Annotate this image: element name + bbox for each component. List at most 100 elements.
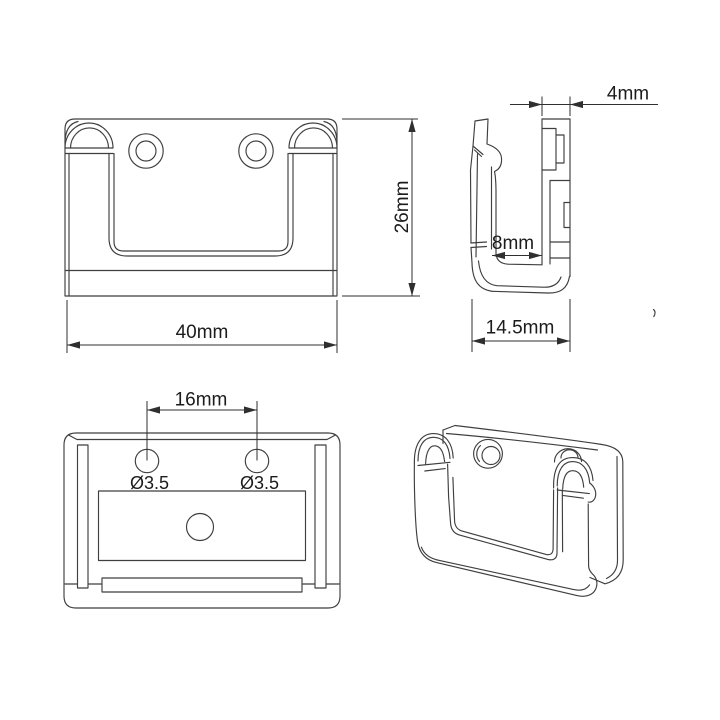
- corner-inner-arc: [64, 120, 79, 142]
- ear-inner-arc: [425, 445, 446, 465]
- front-view: 26mm 40mm: [64, 118, 420, 353]
- hole-boss: [473, 438, 503, 469]
- ear-arc: [556, 461, 597, 503]
- stray-mark: [652, 308, 656, 318]
- extension-line: [541, 96, 571, 116]
- arrowhead: [557, 337, 570, 345]
- arm-edge-line: [475, 153, 479, 258]
- hole-diameter-labels: Ø3.5 Ø3.5: [130, 473, 279, 493]
- dimension-thickness: 4mm: [510, 84, 658, 116]
- side-edge-line: [68, 152, 334, 297]
- plate-feature: [549, 179, 571, 265]
- arrowhead: [408, 283, 416, 296]
- corner-inner-arc: [323, 120, 338, 142]
- center-panel: [97, 490, 307, 562]
- side-view: 4mm 8mm 14.5mm: [469, 84, 658, 352]
- dim-label-width: 40mm: [176, 322, 229, 343]
- ear-arc: [69, 127, 110, 149]
- dim-label-hole-dia-right: Ø3.5: [240, 473, 279, 493]
- arrowhead: [472, 337, 485, 345]
- extension-line: [471, 299, 571, 352]
- dim-label-hole-spacing: 16mm: [175, 390, 228, 411]
- arrowhead: [570, 100, 583, 109]
- channel-inner: [452, 476, 555, 556]
- outline-path: [63, 432, 341, 609]
- arrowhead: [67, 341, 80, 349]
- ear-baseline: [64, 147, 114, 155]
- side-part-outline: [469, 118, 656, 318]
- arrowhead: [408, 119, 416, 132]
- dimension-hole-spacing: 16mm: [146, 390, 258, 461]
- bottom-outer-edge: [491, 275, 571, 294]
- arm-band-outline: [413, 462, 598, 597]
- dim-label-thickness: 4mm: [607, 84, 649, 105]
- back-part-outline: [63, 432, 341, 609]
- hole: [135, 140, 157, 162]
- plate-feature: [555, 134, 565, 164]
- hole: [245, 140, 267, 162]
- ear-baseline: [288, 147, 338, 155]
- extension-line: [66, 300, 338, 353]
- arrowhead: [529, 251, 542, 260]
- ear-arc: [293, 127, 334, 149]
- arm-outer-lower: [470, 246, 493, 292]
- dim-label-inner-gap: 8mm: [492, 233, 534, 254]
- hole-boss-arc: [553, 448, 583, 463]
- dim-label-hole-dia-left: Ø3.5: [130, 473, 169, 493]
- tip-crease: [472, 145, 484, 158]
- side-rail: [314, 444, 327, 589]
- dimension-depth: 14.5mm: [471, 299, 571, 352]
- plate-right-inner: [605, 455, 619, 580]
- outline-path: [64, 118, 338, 297]
- tip-outline: [472, 118, 489, 147]
- hole-boss: [238, 133, 274, 169]
- channel-outer: [447, 463, 559, 561]
- side-rail: [76, 444, 89, 589]
- arm-step-tick: [470, 241, 488, 249]
- back-view: 16mm Ø3.5 Ø3.5: [63, 390, 341, 609]
- ear-base-tick: [556, 489, 590, 499]
- hole-countersink-arc: [476, 444, 482, 463]
- arrowhead: [529, 100, 542, 109]
- arrowhead: [244, 406, 257, 414]
- bottom-inner-edge: [477, 260, 562, 288]
- extension-line: [342, 118, 420, 297]
- arm-inner-edge: [493, 170, 497, 254]
- arrowhead: [147, 406, 160, 414]
- dimension-height: 26mm: [342, 118, 420, 297]
- bottom-rail: [101, 577, 303, 593]
- isometric-view: [413, 424, 624, 597]
- ear-inner-arc: [562, 470, 585, 490]
- dimension-width: 40mm: [66, 300, 338, 353]
- plate-top-inner: [445, 432, 599, 451]
- ear-arc: [288, 122, 338, 149]
- hole-arc: [560, 449, 579, 459]
- center-hole: [185, 512, 215, 542]
- band-top-line: [420, 546, 591, 591]
- iso-part-outline: [413, 424, 624, 597]
- ear-arc: [413, 433, 454, 464]
- hole-boss: [128, 133, 164, 169]
- corner-tick: [67, 434, 337, 441]
- lip-bump: [486, 143, 503, 173]
- arm-outer-edge: [469, 145, 474, 244]
- arrowhead: [492, 251, 505, 260]
- plate-feature: [541, 127, 557, 171]
- plate-outline: [442, 424, 624, 585]
- plate-feature: [563, 201, 571, 229]
- plate-feature: [549, 241, 571, 259]
- front-part-outline: [64, 118, 338, 297]
- hole: [481, 445, 501, 466]
- ear-arc: [553, 457, 594, 489]
- extension-line: [146, 401, 258, 461]
- dim-label-height: 26mm: [392, 181, 413, 234]
- arrowhead: [324, 341, 337, 349]
- ear-base-tick: [417, 461, 451, 472]
- dimension-inner-gap: 8mm: [492, 233, 542, 260]
- ear-arc: [417, 436, 451, 462]
- ear-arc: [64, 122, 114, 149]
- channel-outer: [108, 152, 294, 257]
- channel-inner: [113, 152, 289, 252]
